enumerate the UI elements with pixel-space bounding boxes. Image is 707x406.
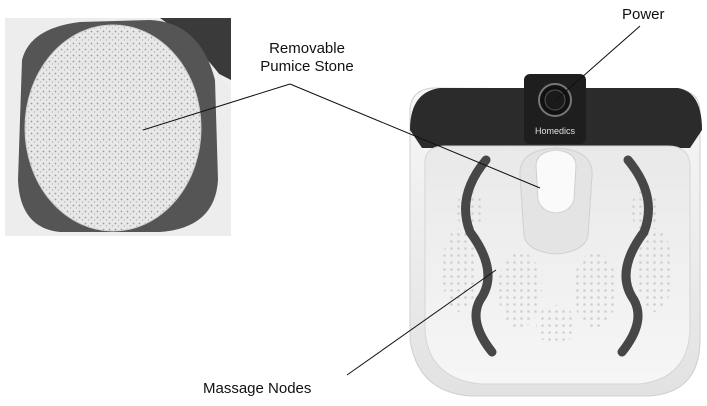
pumice-inset-photo (5, 18, 231, 236)
pumice-stone (25, 25, 201, 231)
foot-bath: Homedics (410, 74, 702, 396)
power-button-icon[interactable] (539, 84, 571, 116)
power-label: Power (622, 6, 665, 24)
massage-label: Massage Nodes (203, 380, 311, 398)
pumice-label-line2: Pumice Stone (247, 58, 367, 76)
installed-pumice (536, 150, 576, 213)
brand-logo: Homedics (535, 126, 576, 136)
pumice-label-line1: Removable (247, 40, 367, 58)
pumice-label: Removable Pumice Stone (247, 40, 367, 76)
